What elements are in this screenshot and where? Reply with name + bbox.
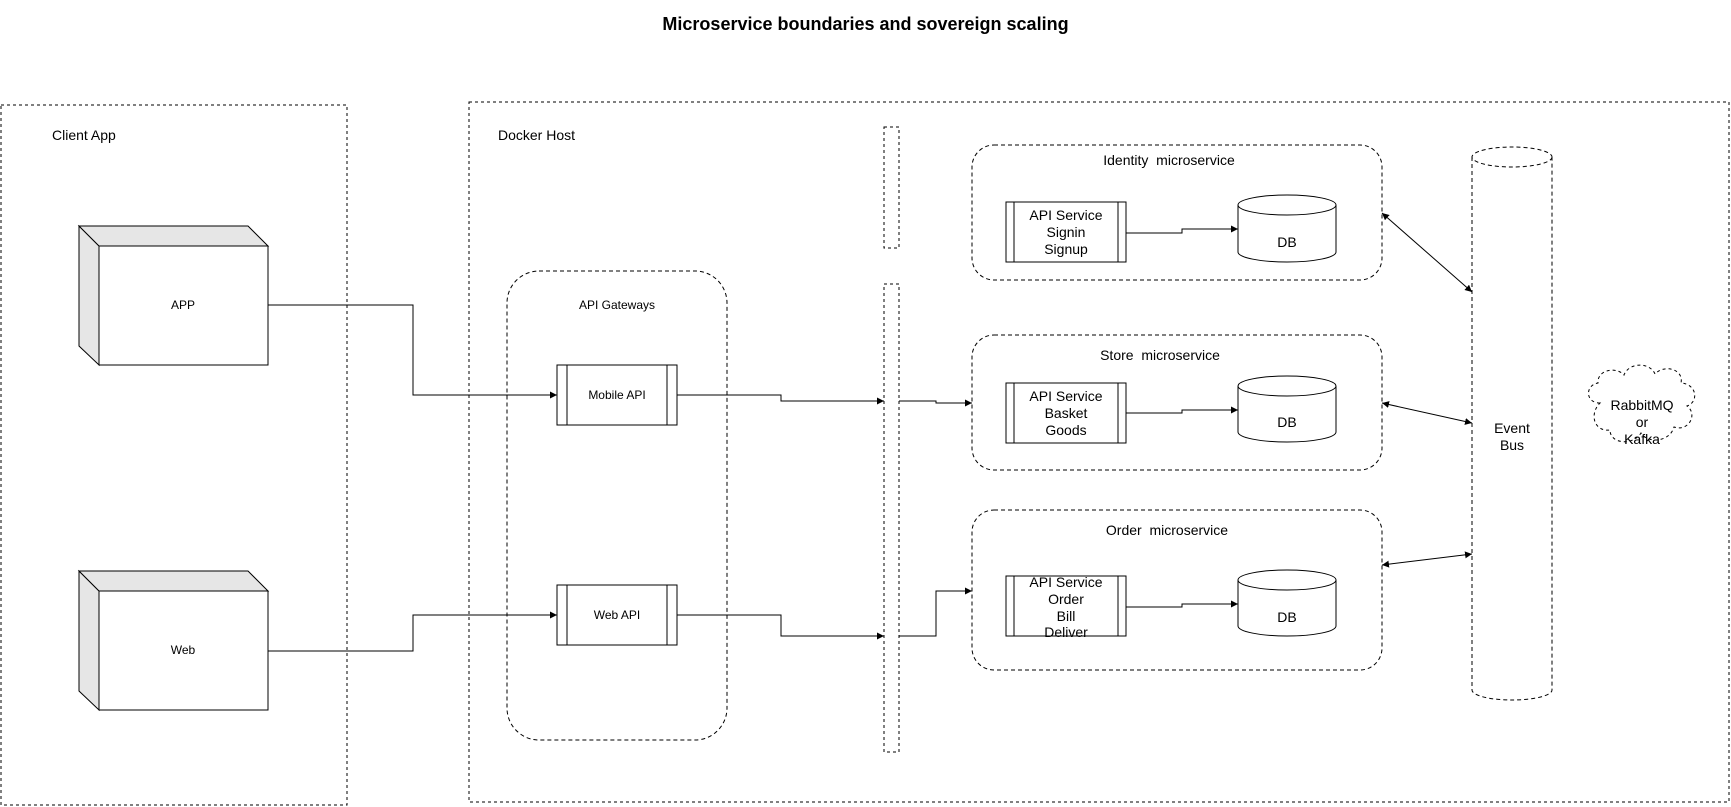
identity-service-to-db-arrow [1126, 225, 1238, 234]
store-title: Store microservice [1100, 347, 1220, 363]
order-microservice: Order microservice API Service Order Bil… [971, 509, 1383, 671]
store-service-line: API Service [1029, 388, 1102, 404]
order-api-service-box[interactable]: API Service Order Bill Deliver [1005, 574, 1127, 640]
event-bus-label: Bus [1500, 437, 1524, 453]
identity-title: Identity microservice [1103, 152, 1235, 168]
app-to-mobile-api-arrow [268, 304, 557, 399]
store-microservice: Store microservice API Service Basket Go… [971, 334, 1383, 471]
event-bus-label: Event [1494, 420, 1530, 436]
client-app-label: Client App [52, 127, 116, 143]
web-api-label: Web API [594, 608, 640, 622]
broker-cloud: RabbitMQ or Kafka [1588, 364, 1696, 447]
order-service-line: Deliver [1044, 624, 1088, 640]
mobile-api-box[interactable]: Mobile API [556, 364, 678, 426]
identity-microservice: Identity microservice API Service Signin… [971, 144, 1383, 281]
api-gateways-label: API Gateways [579, 298, 655, 312]
identity-bus-arrow [1381, 212, 1473, 293]
routing-bar-top [883, 126, 900, 249]
order-db[interactable]: DB [1237, 569, 1337, 637]
identity-db-label: DB [1277, 234, 1296, 250]
order-service-line: Order [1048, 591, 1084, 607]
order-db-label: DB [1277, 609, 1296, 625]
diagram-title: Microservice boundaries and sovereign sc… [662, 14, 1069, 34]
web-to-web-api-arrow [268, 611, 557, 652]
order-service-line: Bill [1057, 608, 1076, 624]
store-service-line: Goods [1045, 422, 1086, 438]
web-label: Web [171, 643, 196, 657]
identity-service-line: API Service [1029, 207, 1102, 223]
app-client-box[interactable]: APP [77, 224, 270, 367]
docker-host-zone: Docker Host [468, 101, 1730, 803]
routing-bar-main [883, 283, 900, 753]
order-bus-arrow [1381, 551, 1473, 568]
identity-service-line: Signup [1044, 241, 1088, 257]
broker-label: RabbitMQ [1610, 397, 1673, 413]
identity-api-service-box[interactable]: API Service Signin Signup [1005, 201, 1127, 263]
web-client-box[interactable]: Web [77, 569, 270, 712]
app-label: APP [171, 298, 195, 312]
router-to-order-arrow [899, 587, 972, 637]
broker-label: or [1636, 414, 1649, 430]
broker-label: Kafka [1624, 431, 1660, 447]
identity-service-line: Signin [1047, 224, 1086, 240]
store-service-to-db-arrow [1126, 406, 1238, 414]
api-gateways-zone: API Gateways [506, 270, 728, 741]
mobile-api-to-router-arrow [677, 394, 884, 405]
web-api-box[interactable]: Web API [556, 584, 678, 646]
identity-db[interactable]: DB [1237, 194, 1337, 263]
store-api-service-box[interactable]: API Service Basket Goods [1005, 382, 1127, 444]
event-bus[interactable]: Event Bus [1471, 146, 1553, 701]
store-db-label: DB [1277, 414, 1296, 430]
client-app-zone: Client App [0, 104, 348, 806]
order-service-line: API Service [1029, 574, 1102, 590]
mobile-api-label: Mobile API [588, 388, 645, 402]
store-db[interactable]: DB [1237, 375, 1337, 443]
docker-host-label: Docker Host [498, 127, 575, 143]
order-title: Order microservice [1106, 522, 1228, 538]
router-to-store-arrow [899, 399, 972, 407]
web-api-to-router-arrow [677, 614, 884, 640]
store-service-line: Basket [1045, 405, 1088, 421]
store-bus-arrow [1381, 401, 1473, 425]
order-service-to-db-arrow [1126, 600, 1238, 608]
